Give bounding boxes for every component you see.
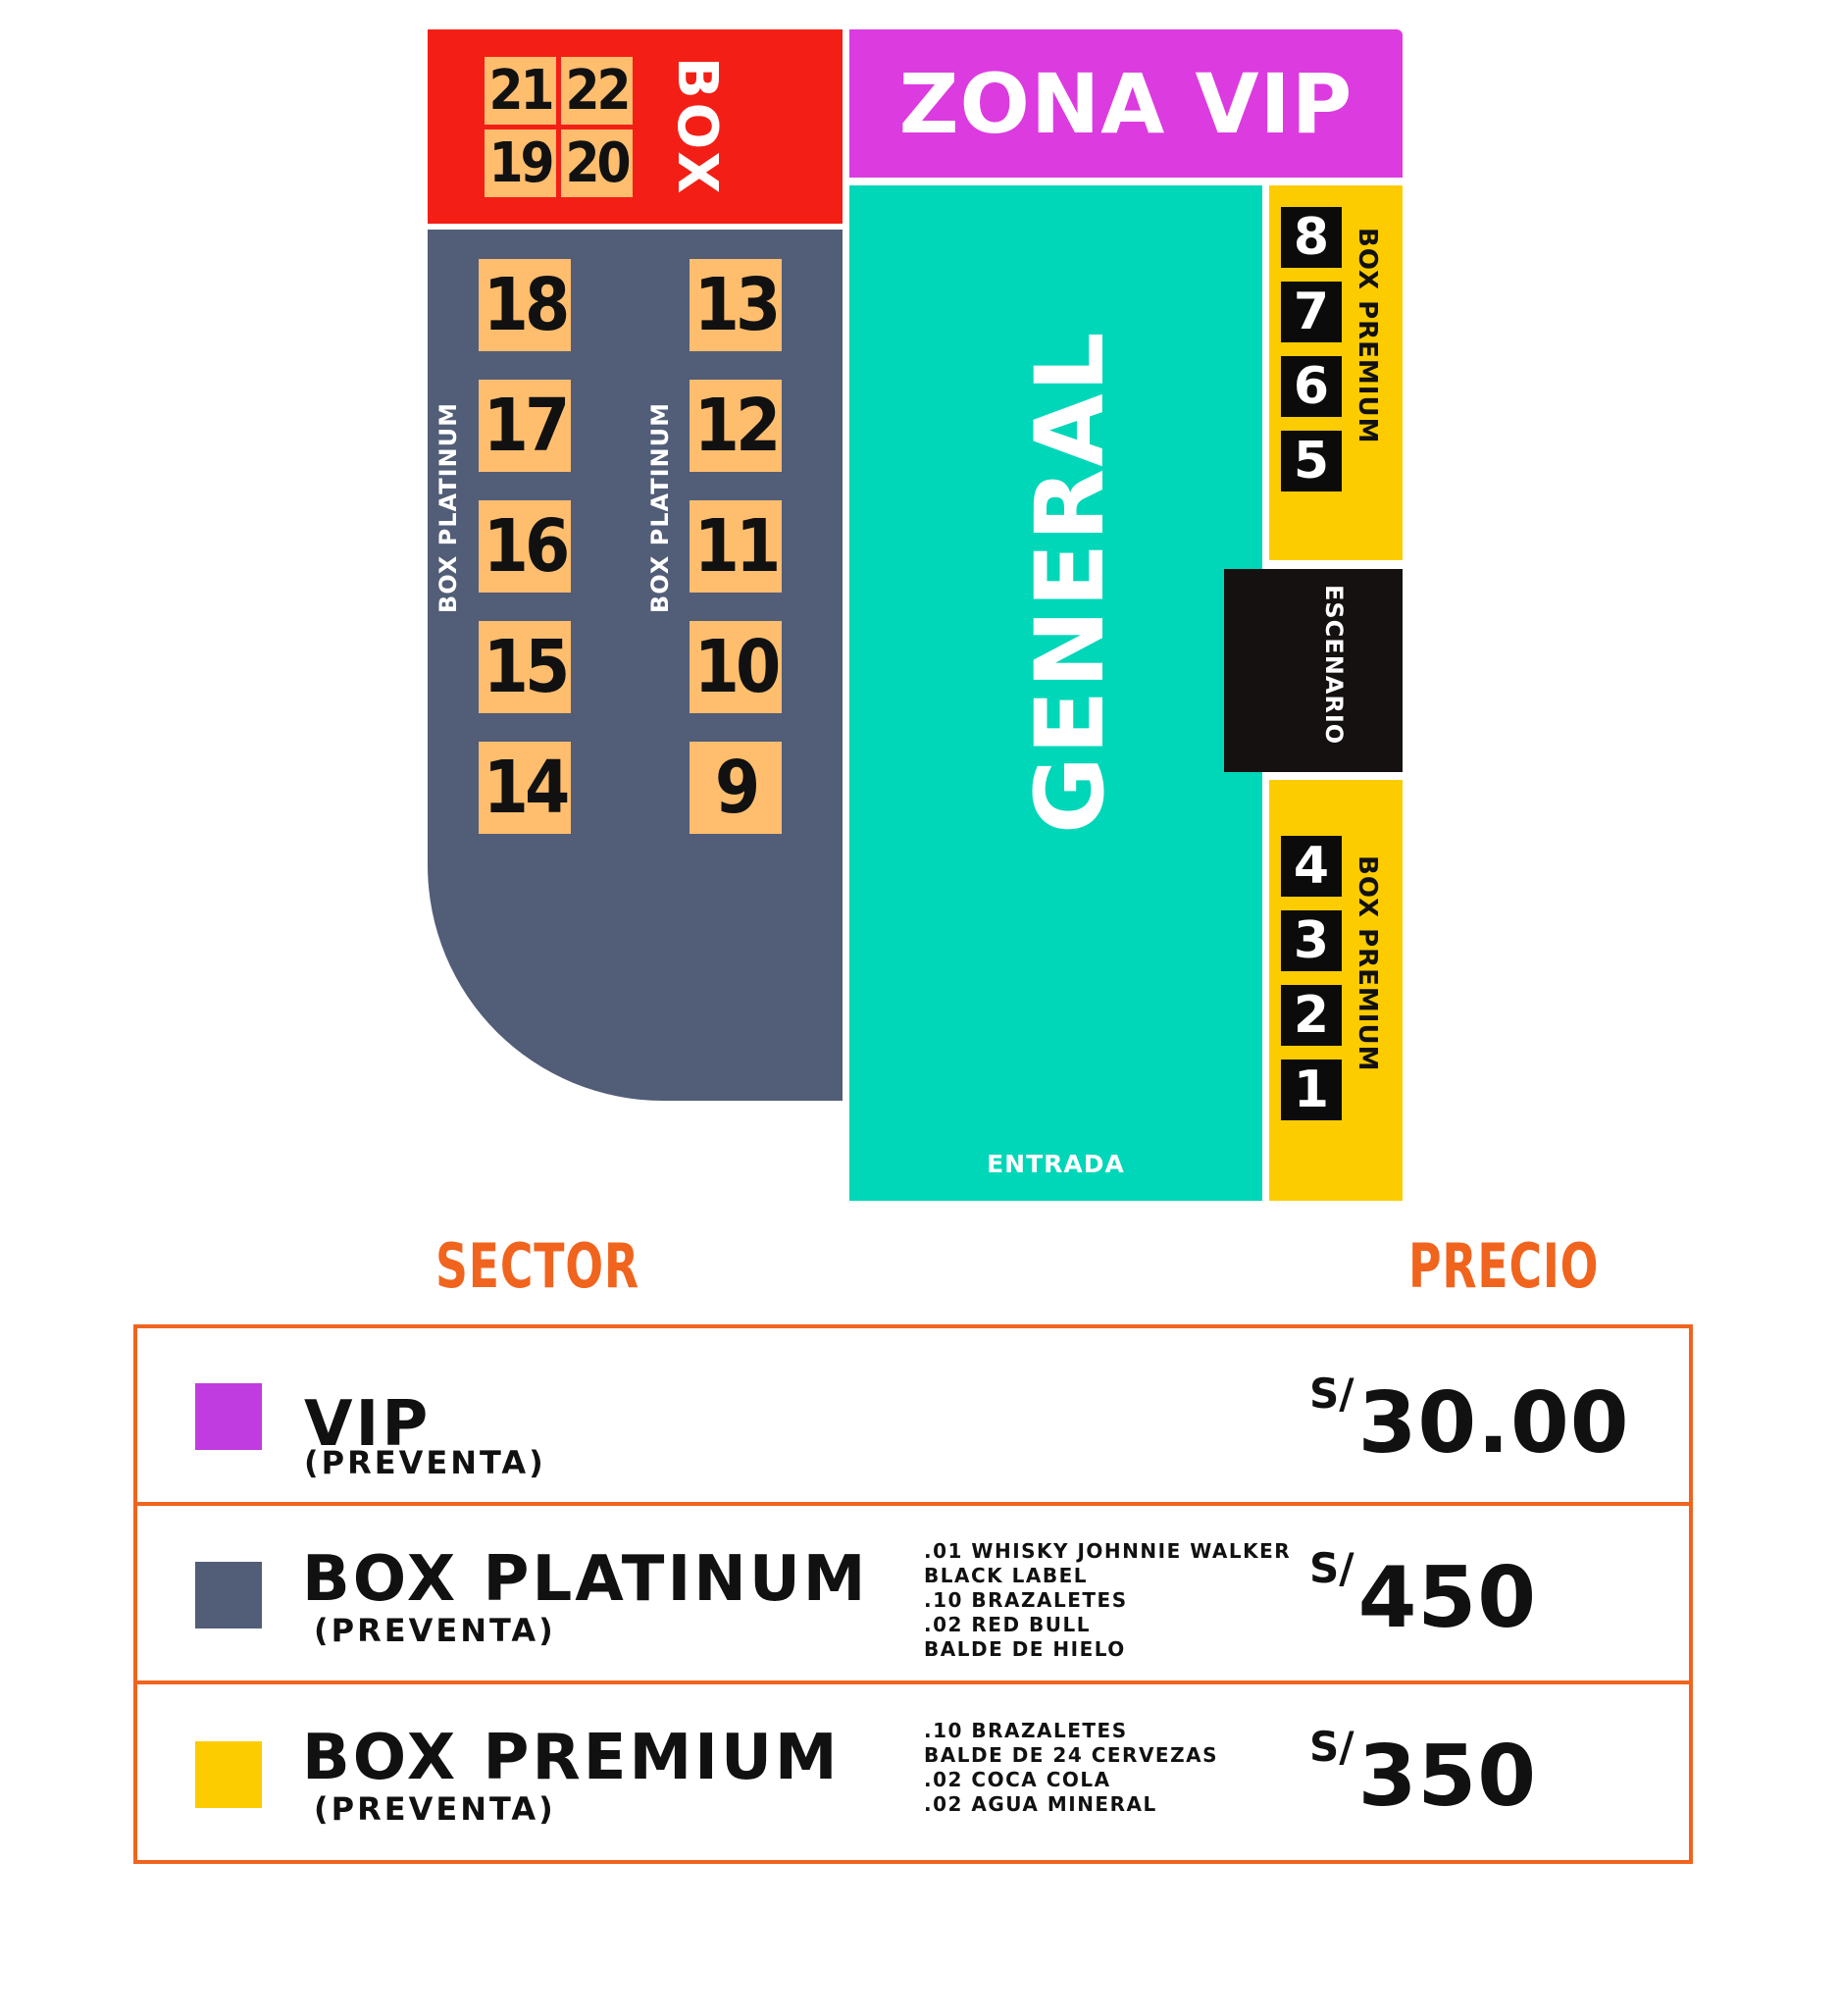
currency: S/: [1309, 1544, 1354, 1592]
zone-box-platinum-label: BOX PLATINUM: [646, 402, 674, 614]
seat-box[interactable]: 22: [561, 57, 633, 125]
seat-platinum[interactable]: 11: [690, 500, 782, 593]
sector-header: SECTOR: [435, 1230, 639, 1302]
seat-platinum[interactable]: 15: [479, 621, 571, 713]
seat-platinum[interactable]: 9: [690, 742, 782, 834]
swatch-vip: [195, 1383, 262, 1450]
price-table: [133, 1324, 1693, 1864]
seat-premium[interactable]: 3: [1281, 910, 1342, 971]
seat-box[interactable]: 20: [561, 129, 633, 197]
row-divider: [133, 1680, 1693, 1684]
seat-box[interactable]: 21: [485, 57, 556, 125]
seat-premium[interactable]: 2: [1281, 985, 1342, 1046]
seat-platinum[interactable]: 13: [690, 259, 782, 351]
zone-box-label: BOX: [665, 57, 729, 198]
detail-item: .01 WHISKY JOHNNIE WALKER: [924, 1539, 1292, 1563]
zone-general: [849, 185, 1262, 1201]
zone-box-platinum-label: BOX PLATINUM: [434, 402, 462, 614]
currency: S/: [1309, 1723, 1354, 1771]
sector-sub: (PREVENTA): [314, 1790, 556, 1828]
detail-item: BALDE DE 24 CERVEZAS: [924, 1743, 1218, 1767]
seat-premium[interactable]: 5: [1281, 431, 1342, 491]
detail-item: .10 BRAZALETES: [924, 1588, 1128, 1612]
sector-name: BOX PREMIUM: [302, 1722, 841, 1794]
seat-premium[interactable]: 4: [1281, 836, 1342, 897]
row-divider: [133, 1502, 1693, 1506]
sector-name: VIP: [304, 1388, 432, 1461]
seat-premium[interactable]: 1: [1281, 1060, 1342, 1120]
detail-item: BLACK LABEL: [924, 1564, 1088, 1587]
seat-platinum[interactable]: 14: [479, 742, 571, 834]
price-value: S/ 30.00: [1309, 1370, 1630, 1473]
seat-platinum[interactable]: 12: [690, 380, 782, 472]
detail-item: .02 AGUA MINERAL: [924, 1792, 1157, 1816]
sector-details: .01 WHISKY JOHNNIE WALKER BLACK LABEL .1…: [924, 1539, 1291, 1662]
seat-platinum[interactable]: 16: [479, 500, 571, 593]
zone-box-premium-label: BOX PREMIUM: [1353, 855, 1382, 1072]
swatch-premium: [195, 1741, 262, 1808]
seat-premium[interactable]: 7: [1281, 282, 1342, 342]
sector-details: .10 BRAZALETES BALDE DE 24 CERVEZAS .02 …: [924, 1719, 1218, 1817]
detail-item: .02 RED BULL: [924, 1613, 1091, 1636]
currency: S/: [1309, 1370, 1354, 1418]
detail-item: .02 COCA COLA: [924, 1768, 1111, 1791]
seat-premium[interactable]: 8: [1281, 207, 1342, 268]
price-amount: 450: [1357, 1549, 1538, 1647]
price-amount: 350: [1357, 1728, 1538, 1826]
zone-general-label: GENERAL: [1015, 330, 1125, 834]
seat-box[interactable]: 19: [485, 129, 556, 197]
stage-label: ESCENARIO: [1320, 585, 1348, 746]
sector-name: BOX PLATINUM: [302, 1543, 869, 1616]
detail-item: .10 BRAZALETES: [924, 1719, 1128, 1742]
seat-premium[interactable]: 6: [1281, 356, 1342, 417]
detail-item: BALDE DE HIELO: [924, 1637, 1126, 1661]
price-value: S/ 450: [1309, 1544, 1538, 1647]
price-header: PRECIO: [1408, 1230, 1600, 1302]
price-value: S/ 350: [1309, 1723, 1538, 1826]
zone-vip: ZONA VIP: [849, 29, 1403, 178]
zone-stage: [1224, 569, 1403, 772]
zone-box-premium-label: BOX PREMIUM: [1353, 228, 1382, 444]
seat-platinum[interactable]: 10: [690, 621, 782, 713]
zone-vip-label: ZONA VIP: [898, 55, 1354, 152]
swatch-platinum: [195, 1562, 262, 1628]
entrance-label: ENTRADA: [987, 1150, 1125, 1178]
sector-sub: (PREVENTA): [304, 1444, 546, 1481]
sector-sub: (PREVENTA): [314, 1612, 556, 1649]
seat-platinum[interactable]: 17: [479, 380, 571, 472]
seat-platinum[interactable]: 18: [479, 259, 571, 351]
price-amount: 30.00: [1357, 1374, 1630, 1473]
